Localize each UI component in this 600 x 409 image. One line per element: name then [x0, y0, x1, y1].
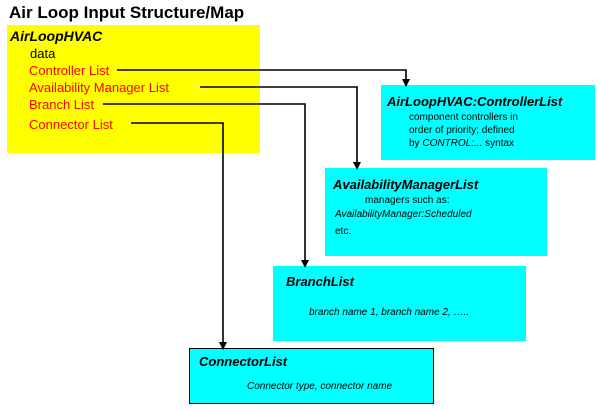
connector-list-item: Connector List	[29, 117, 113, 132]
branch-list-heading: BranchList	[286, 274, 354, 289]
controller-list-line-1: component controllers in	[409, 112, 518, 123]
diagram-title: Air Loop Input Structure/Map	[9, 3, 245, 22]
controller-list-line-2: order of priority; defined	[409, 125, 515, 136]
airloophvac-heading: AirLoopHVAC	[10, 28, 103, 44]
branch-list-line-1: branch name 1, branch name 2, …..	[309, 307, 470, 318]
arrow-branch-list	[103, 103, 309, 268]
controller-list-item: Controller List	[29, 63, 110, 78]
availability-manager-list-line-1: managers such as:	[365, 195, 450, 206]
availability-manager-list-box: AvailabilityManagerList managers such as…	[325, 168, 547, 256]
controller-list-line-3: by CONTROL:... syntax	[409, 138, 514, 150]
airloophvac-data-label: data	[30, 46, 56, 61]
controller-list-line-3-suffix: syntax	[482, 138, 515, 149]
controller-list-box: AirLoopHVAC:ControllerList component con…	[381, 85, 595, 160]
connector-list-heading: ConnectorList	[199, 354, 288, 369]
controller-list-line-3-prefix: by	[409, 138, 423, 149]
availability-manager-list-line-3: etc.	[335, 226, 352, 237]
availability-manager-list-line-2: AvailabilityManager:Scheduled	[335, 209, 472, 220]
connector-list-box: ConnectorList Connector type, connector …	[189, 348, 434, 404]
arrow-availability-manager-list	[200, 86, 361, 170]
branch-list-item: Branch List	[29, 97, 95, 112]
arrow-connector-list	[131, 122, 227, 350]
availability-manager-list-item: Availability Manager List	[29, 80, 169, 95]
controller-list-heading: AirLoopHVAC:ControllerList	[387, 94, 563, 109]
connector-list-line-1: Connector type, connector name	[247, 381, 393, 392]
arrow-controller-list	[117, 69, 410, 87]
controller-list-line-3-italic: CONTROL:...	[422, 138, 483, 149]
branch-list-box: BranchList branch name 1, branch name 2,…	[273, 266, 526, 341]
availability-manager-list-heading: AvailabilityManagerList	[333, 177, 479, 192]
airloophvac-box: AirLoopHVAC data Controller List Availab…	[7, 25, 260, 153]
